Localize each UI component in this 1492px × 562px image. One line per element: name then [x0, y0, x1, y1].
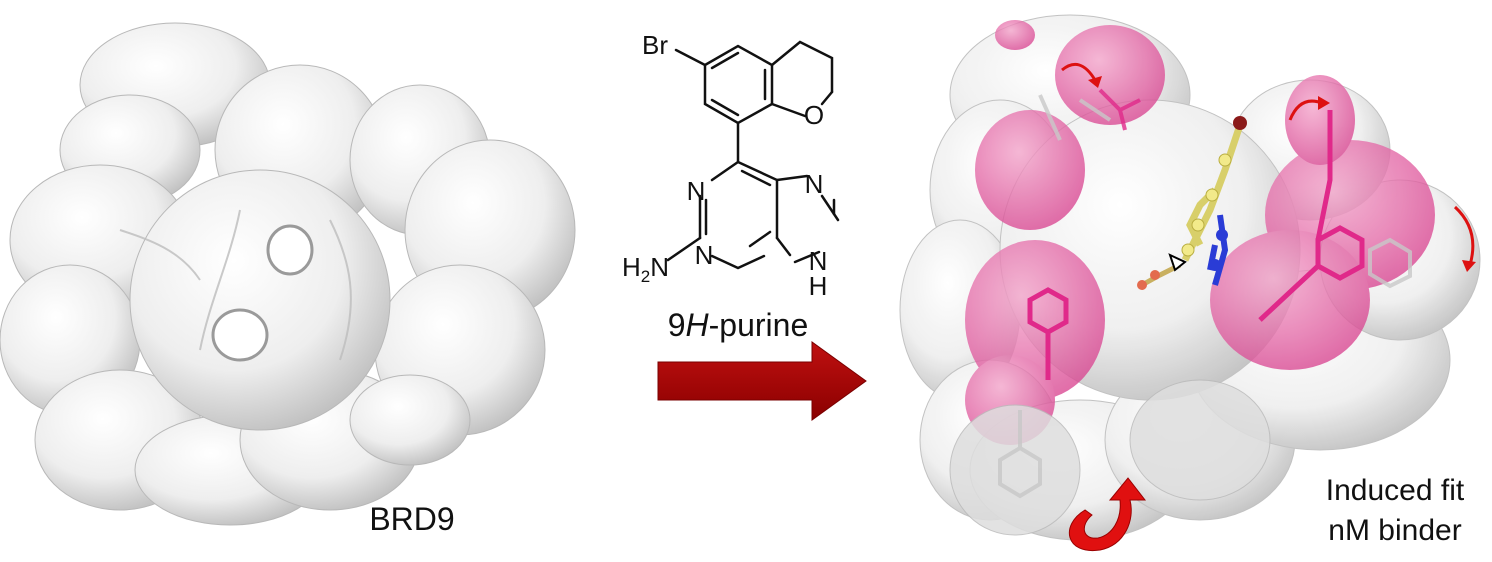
brd9-pocket-holes	[211, 224, 314, 362]
ghost-residues	[998, 94, 1412, 499]
benzene-double-bonds	[710, 51, 767, 117]
atom-o: O	[804, 100, 824, 130]
brd9-label: BRD9	[369, 501, 454, 537]
atom-labels: Br O N N N N H H2N	[622, 30, 827, 301]
amine-bond	[666, 236, 702, 262]
benzene-ring	[703, 44, 774, 125]
imidazole-ring	[775, 174, 836, 264]
atom-h9: H	[809, 271, 828, 301]
atom-n7: N	[805, 169, 824, 199]
pink-contact-patches	[965, 20, 1435, 445]
atom-br: Br	[642, 30, 668, 60]
nm-binder-label: nM binder	[1328, 514, 1461, 547]
pyrimidine-double-bonds	[704, 169, 772, 248]
compound-name: 9H-purine	[668, 307, 809, 343]
phenyl-residue-right	[1258, 110, 1365, 322]
induced-fit-label: Induced fit	[1326, 474, 1465, 507]
phenyl-residue-left	[1027, 287, 1069, 380]
large-curl-arrow	[1068, 477, 1147, 551]
amine-label: H2N	[622, 252, 669, 286]
atom-n1: N	[687, 176, 706, 206]
dihydrofuran-ring	[770, 40, 834, 94]
curl-arrowheads	[1088, 76, 1476, 272]
brd9-shading	[119, 209, 352, 361]
top-residue	[1098, 88, 1141, 131]
dihydrofuran-o-bond2	[820, 90, 834, 106]
atom-n3: N	[695, 240, 714, 270]
complex-gray-lobes	[949, 379, 1271, 536]
pyrimidine-ring	[698, 160, 779, 270]
imidazole-double	[820, 194, 840, 222]
bound-ligand	[1137, 116, 1247, 290]
br-bond	[674, 48, 707, 67]
transition-arrow	[657, 341, 867, 421]
brd9-apo-surface	[0, 22, 576, 526]
atom-n9: N	[809, 246, 828, 276]
chemical-structure	[666, 40, 840, 270]
dihydrofuran-o-bond	[770, 102, 807, 118]
